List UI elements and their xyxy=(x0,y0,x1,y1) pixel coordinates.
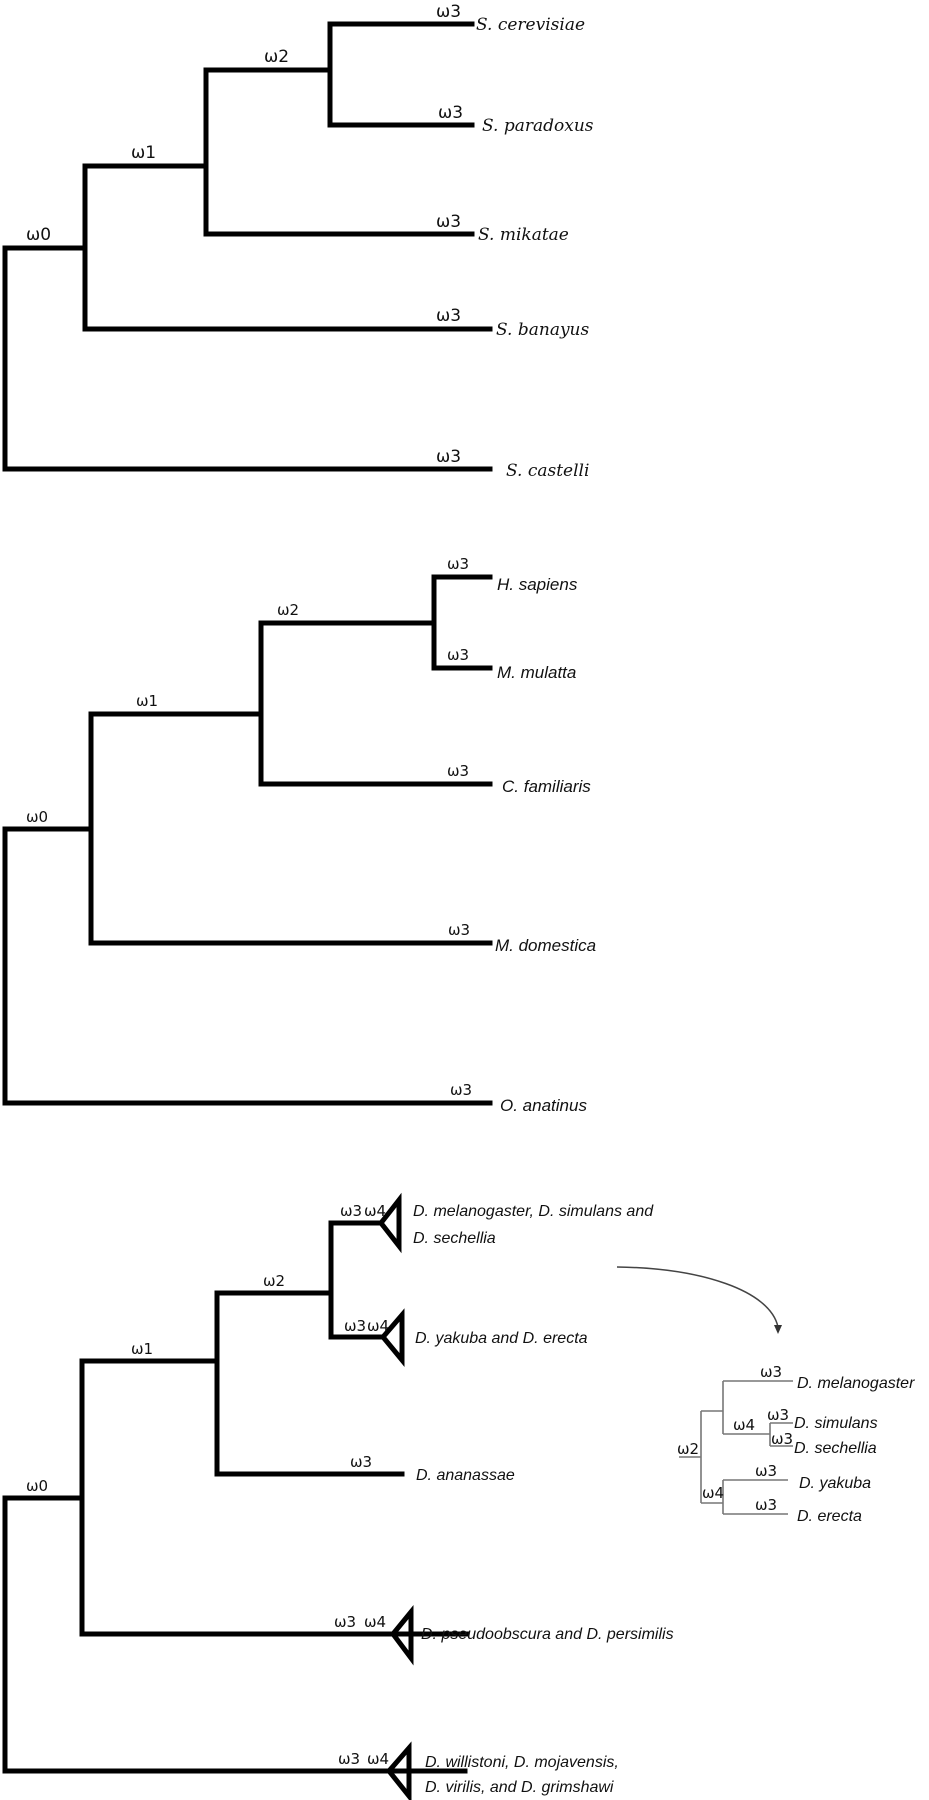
omega-label-clade: ω4 xyxy=(364,1202,386,1220)
inset-leaf-label: D. simulans xyxy=(794,1415,878,1432)
leaf-label: D. pseudoobscura and D. persimilis xyxy=(421,1626,674,1643)
omega-label-node1: ω1 xyxy=(136,692,158,710)
omega-label-leaf: ω3 xyxy=(436,306,461,326)
leaf-label: D. sechellia xyxy=(413,1230,496,1247)
inset-leaf-label: D. erecta xyxy=(797,1508,862,1525)
inset-omega-leaf: ω3 xyxy=(755,1462,777,1480)
leaf-label: S. paradoxus xyxy=(482,116,594,136)
omega-label-leaf: ω3 xyxy=(447,555,469,573)
leaf-label: S. castelli xyxy=(506,461,589,481)
leaf-label: D. yakuba and D. erecta xyxy=(415,1330,588,1347)
omega-label-leaf: ω3 xyxy=(448,921,470,939)
collapsed-clade-triangle xyxy=(379,1308,405,1367)
inset-omega-clade-lower: ω4 xyxy=(702,1484,724,1502)
leaf-label: S. mikatae xyxy=(478,225,569,245)
omega-label-clade: ω4 xyxy=(364,1613,386,1631)
omega-label-node1: ω1 xyxy=(131,1340,153,1358)
omega-label-leaf: ω3 xyxy=(340,1202,362,1220)
leaf-label: D. ananassae xyxy=(416,1467,515,1484)
leaf-label: D. melanogaster, D. simulans and xyxy=(413,1203,654,1220)
omega-label-leaf: ω3 xyxy=(350,1453,372,1471)
omega-label-leaf: ω3 xyxy=(447,762,469,780)
omega-label-leaf: ω3 xyxy=(334,1613,356,1631)
leaf-label: S. banayus xyxy=(496,320,590,340)
collapsed-clade-triangle xyxy=(389,1604,414,1666)
tree-vertebrate: ω0 ω1 ω2 ω3 H. sapiens ω3 M. mulatta ω3 … xyxy=(2,555,596,1115)
collapsed-clade-triangle xyxy=(377,1192,402,1254)
leaf-label: M. mulatta xyxy=(497,663,576,682)
inset-omega-leaf: ω3 xyxy=(755,1496,777,1514)
inset-omega-leaf: ω3 xyxy=(771,1430,793,1448)
omega-label-clade: ω4 xyxy=(367,1317,389,1335)
inset-leaf-label: D. melanogaster xyxy=(797,1375,915,1392)
omega-label-node1: ω1 xyxy=(131,143,156,163)
omega-label-clade: ω4 xyxy=(367,1750,389,1768)
omega-label-leaf: ω3 xyxy=(447,646,469,664)
omega-label-node2: ω2 xyxy=(277,601,299,619)
inset-leaf-label: D. sechellia xyxy=(794,1440,877,1457)
inset-omega-leaf: ω3 xyxy=(760,1363,782,1381)
inset-subtree: ω2 ω4 ω4 ω3 D. melanogaster ω3 D. simula… xyxy=(677,1363,915,1525)
leaf-label: D. willistoni, D. mojavensis, xyxy=(425,1754,619,1771)
tree-yeast: ω0 ω1 ω2 ω3 S. cerevisiae ω3 S. paradoxu… xyxy=(2,2,594,481)
inset-omega-clade-upper: ω4 xyxy=(733,1416,755,1434)
tree-drosophila: ω0 ω1 ω2 ω3 ω4 D. melanogaster, D. simul… xyxy=(2,1192,674,1800)
inset-leaf-label: D. yakuba xyxy=(799,1475,871,1492)
omega-label-leaf: ω3 xyxy=(436,212,461,232)
leaf-label: O. anatinus xyxy=(500,1096,587,1115)
omega-label-root: ω0 xyxy=(26,1477,48,1495)
leaf-label: H. sapiens xyxy=(497,575,578,594)
omega-label-leaf: ω3 xyxy=(438,103,463,123)
leaf-label: S. cerevisiae xyxy=(476,15,585,35)
omega-label-leaf: ω3 xyxy=(344,1317,366,1335)
omega-label-leaf: ω3 xyxy=(436,447,461,467)
expand-arrow xyxy=(616,1266,782,1334)
arrow-curve xyxy=(616,1266,779,1328)
collapsed-clade-triangle xyxy=(385,1741,412,1800)
inset-omega-leaf: ω3 xyxy=(767,1406,789,1424)
omega-label-leaf: ω3 xyxy=(338,1750,360,1768)
leaf-label: D. virilis, and D. grimshawi xyxy=(425,1779,614,1796)
leaf-label: C. familiaris xyxy=(502,777,591,796)
omega-label-node2: ω2 xyxy=(264,47,289,67)
omega-label-leaf: ω3 xyxy=(436,2,461,22)
inset-omega-root: ω2 xyxy=(677,1440,699,1458)
arrowhead-icon xyxy=(774,1325,782,1334)
omega-label-root: ω0 xyxy=(26,808,48,826)
omega-label-root: ω0 xyxy=(26,225,51,245)
leaf-label: M. domestica xyxy=(495,936,596,955)
omega-label-leaf: ω3 xyxy=(450,1081,472,1099)
omega-label-node2: ω2 xyxy=(263,1272,285,1290)
